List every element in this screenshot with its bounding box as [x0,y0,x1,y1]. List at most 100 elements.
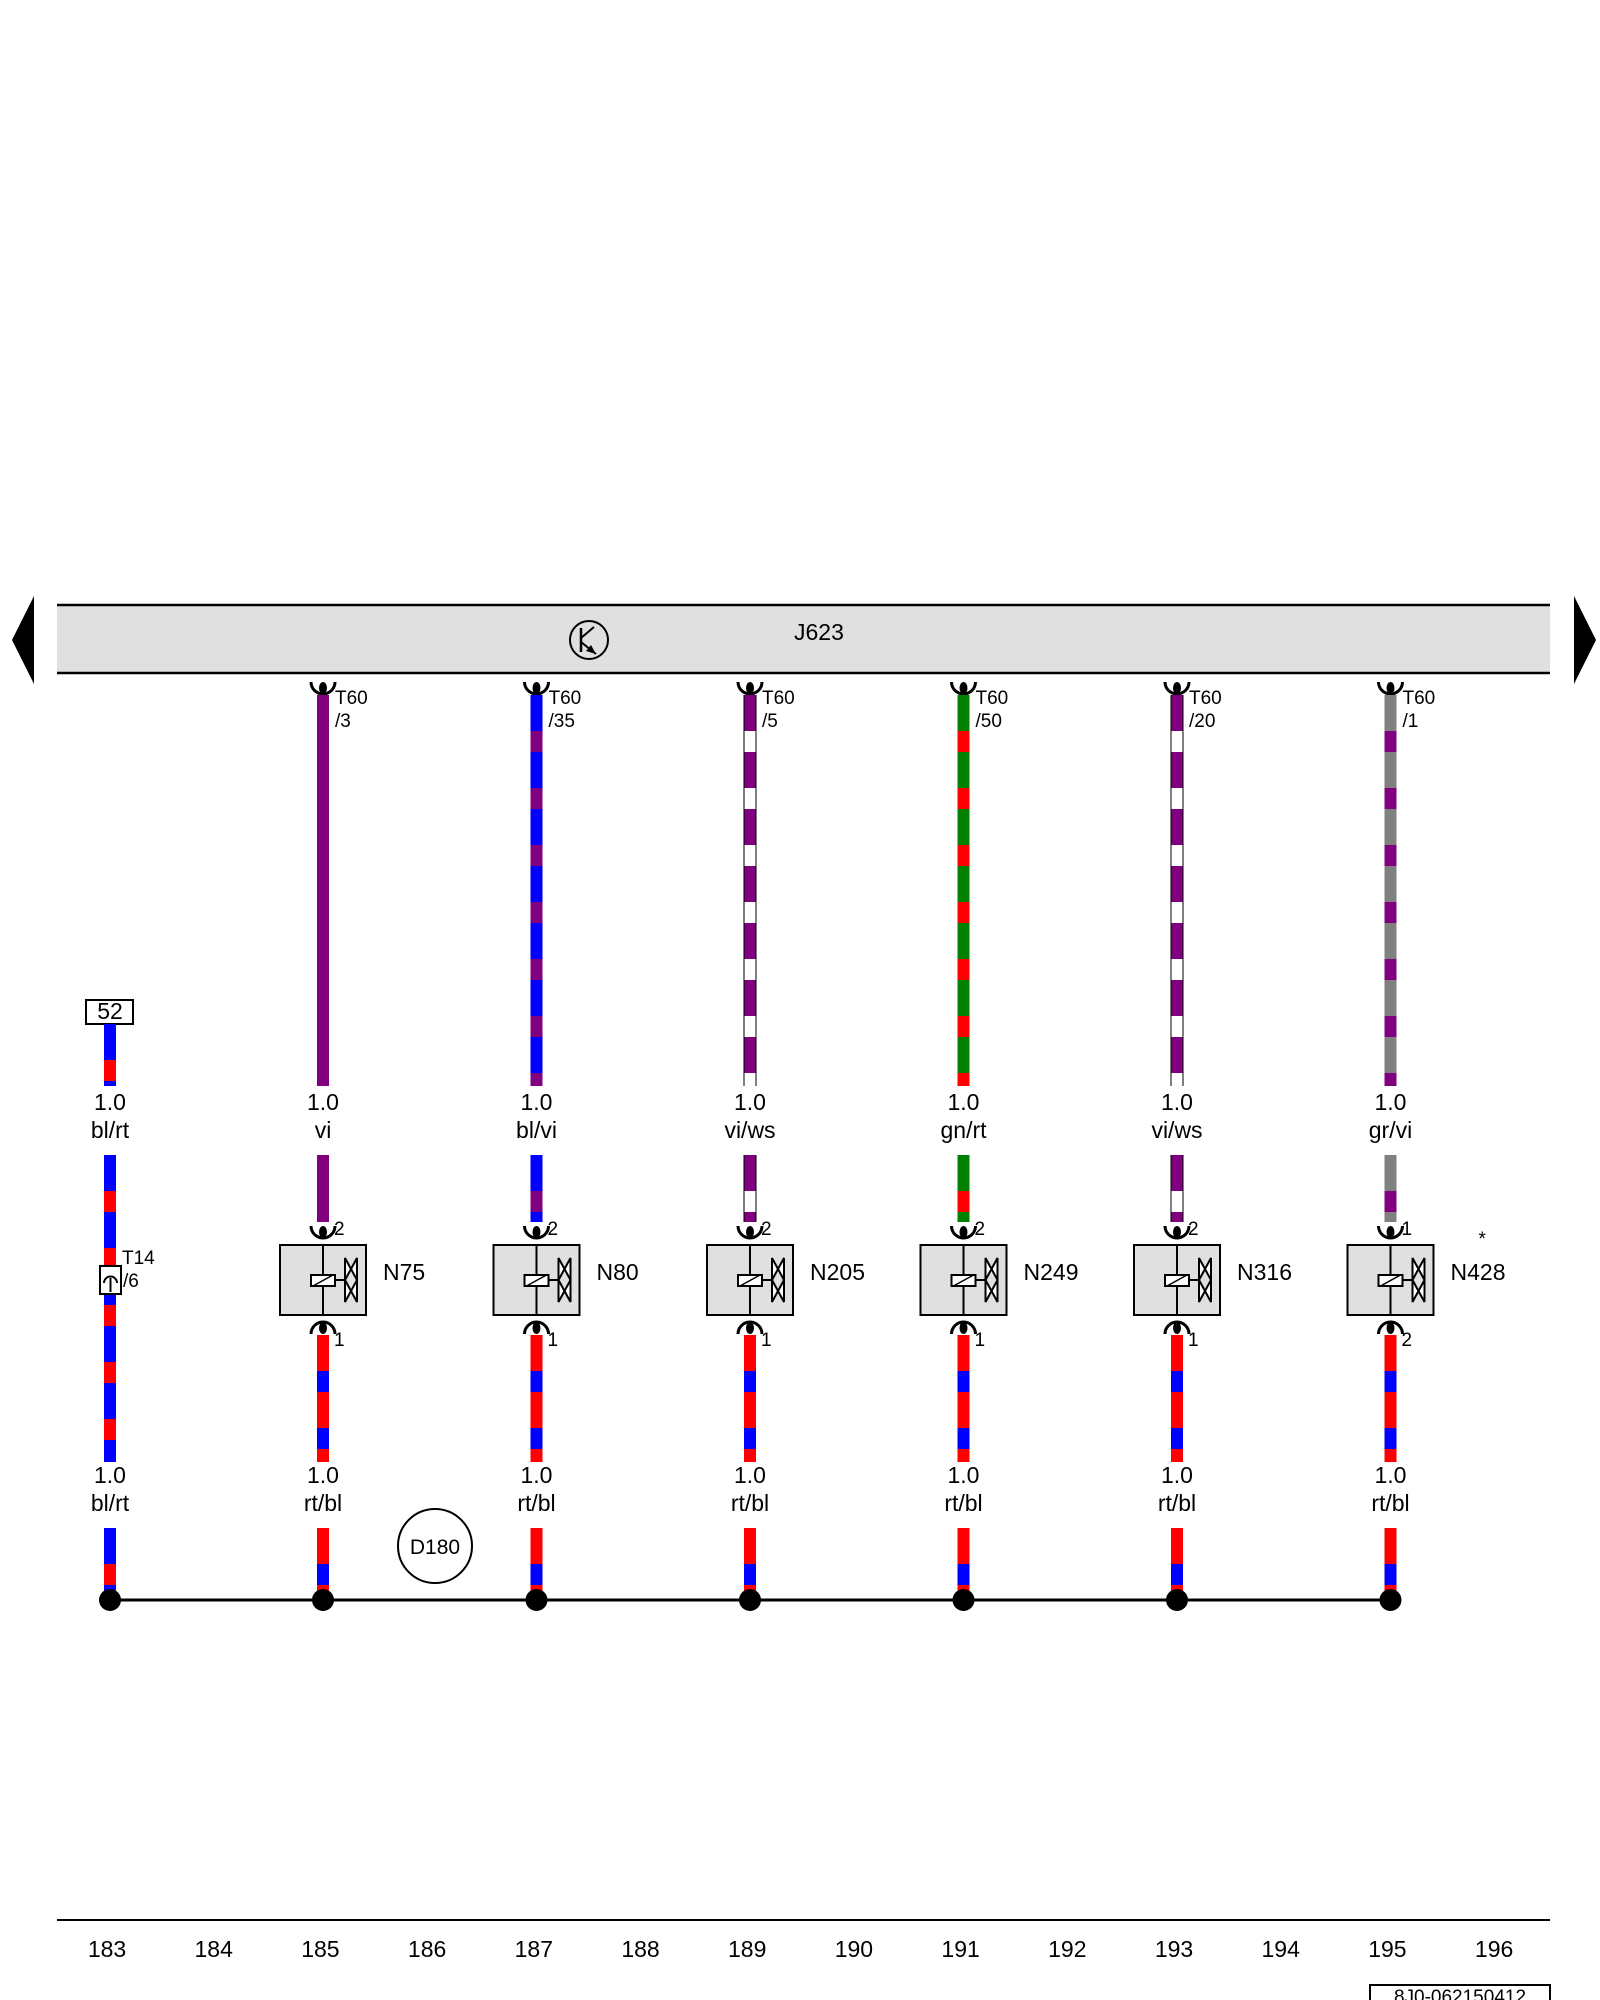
component-label: N205 [810,1259,865,1285]
component-pin-in: 2 [1188,1219,1199,1240]
component-pin-out-hook-icon [736,1320,764,1335]
wire-size-bottom: 1.0 [521,1462,553,1488]
splice-node [1379,1589,1402,1611]
wire-color-top: vi [315,1117,332,1143]
module-connector-id: T60 [762,688,795,709]
column-number: 184 [195,1936,234,1962]
wire-size-top: 1.0 [1161,1089,1193,1115]
left-wire-size-top: 1.0 [94,1089,126,1115]
doc-code-box [1369,1984,1551,2000]
wire-to-ground [957,1528,970,1600]
wire-from-component [957,1335,970,1462]
module-connector-id: T60 [1403,688,1436,709]
column-number: 188 [621,1936,659,1962]
wire-to-component [530,1155,543,1222]
wire-size-top: 1.0 [307,1089,339,1115]
component-pin-out: 1 [1188,1330,1199,1351]
module-pin-number: /35 [549,711,575,732]
component-pin-in: 2 [975,1219,986,1240]
wire-color-bottom: rt/bl [1371,1490,1409,1516]
column-number: 191 [941,1936,979,1962]
module-pin-hook-icon [1377,681,1404,696]
module-connector-id: T60 [1189,688,1222,709]
module-pin-hook-icon [950,681,977,696]
inline-connector-id: T14 [122,1248,155,1269]
wire-from-component [530,1335,543,1462]
triangle-left-icon[interactable] [12,596,34,684]
wire-to-component [957,1155,970,1222]
component-pin-out: 1 [334,1330,345,1351]
inline-connector-icon [99,1265,122,1295]
module-connector-id: T60 [335,688,368,709]
wire-from-component [317,1335,329,1462]
wire-size-top: 1.0 [734,1089,766,1115]
component-pin-out-hook-icon [1163,1320,1191,1335]
component-pin-in-hook-icon [950,1225,977,1240]
wire-color-bottom: rt/bl [944,1490,982,1516]
component-pin-in: 2 [548,1219,559,1240]
component-label: N316 [1237,1259,1292,1285]
wire-to-component [1170,1155,1184,1222]
wire-color-top: vi/ws [1151,1117,1202,1143]
triangle-right-icon[interactable] [1574,596,1596,684]
wire-to-ground [744,1528,756,1600]
component-pin-in-hook-icon [523,1225,550,1240]
component-pin-in: 2 [761,1219,772,1240]
component-label: N249 [1024,1259,1079,1285]
component-pin-out-hook-icon [1377,1320,1404,1335]
component-pin-out-hook-icon [523,1320,550,1335]
component-pin-in: 2 [334,1219,345,1240]
column-number: 185 [301,1936,339,1962]
column-number: 183 [88,1936,126,1962]
module-pin-hook-icon [309,681,337,696]
module-connector-id: T60 [976,688,1009,709]
wire-size-top: 1.0 [1375,1089,1407,1115]
splice-node [1166,1589,1188,1611]
left-wire-middle [104,1155,116,1462]
wire-size-bottom: 1.0 [734,1462,766,1488]
component-label: N75 [383,1259,425,1285]
column-number: 195 [1368,1936,1406,1962]
column-number: 196 [1475,1936,1513,1962]
component-pin-in-hook-icon [736,1225,764,1240]
component-label: N80 [597,1259,639,1285]
ground-point-marker [397,1508,473,1584]
control-module-j623 [57,605,1550,673]
component-pin-out: 1 [975,1330,986,1351]
ground-point-label: D180 [410,1536,460,1559]
module-pin-number: /3 [335,711,351,732]
module-label: J623 [794,619,844,645]
wire-size-bottom: 1.0 [948,1462,980,1488]
wire-color-bottom: rt/bl [517,1490,555,1516]
left-wire-color-top: bl/rt [91,1117,130,1143]
column-number: 187 [515,1936,553,1962]
wire-color-bottom: rt/bl [731,1490,769,1516]
wire-color-bottom: rt/bl [304,1490,342,1516]
terminal-ref: 52 [97,998,123,1024]
module-pin-number: /20 [1189,711,1215,732]
wire-to-component [1384,1155,1397,1222]
wire-color-top: gn/rt [940,1117,987,1143]
wire-upper [743,695,757,1086]
wire-from-component [1384,1335,1397,1462]
component-pin-in-hook-icon [309,1225,337,1240]
wire-color-bottom: rt/bl [1158,1490,1196,1516]
module-pin-hook-icon [523,681,550,696]
solenoid-valve-icon [1346,1244,1435,1316]
solenoid-valve-icon [706,1244,794,1316]
splice-node [952,1589,975,1611]
module-pin-hook-icon [736,681,764,696]
splice-node [525,1589,548,1611]
solenoid-valve-icon [919,1244,1008,1316]
column-number: 194 [1262,1936,1301,1962]
doc-code: 8J0-062150412 [1394,1987,1526,2000]
wire-upper [317,695,329,1086]
component-pin-in-hook-icon [1377,1225,1404,1240]
module-connector-id: T60 [549,688,582,709]
solenoid-valve-icon [1133,1244,1221,1316]
wire-size-bottom: 1.0 [1375,1462,1407,1488]
